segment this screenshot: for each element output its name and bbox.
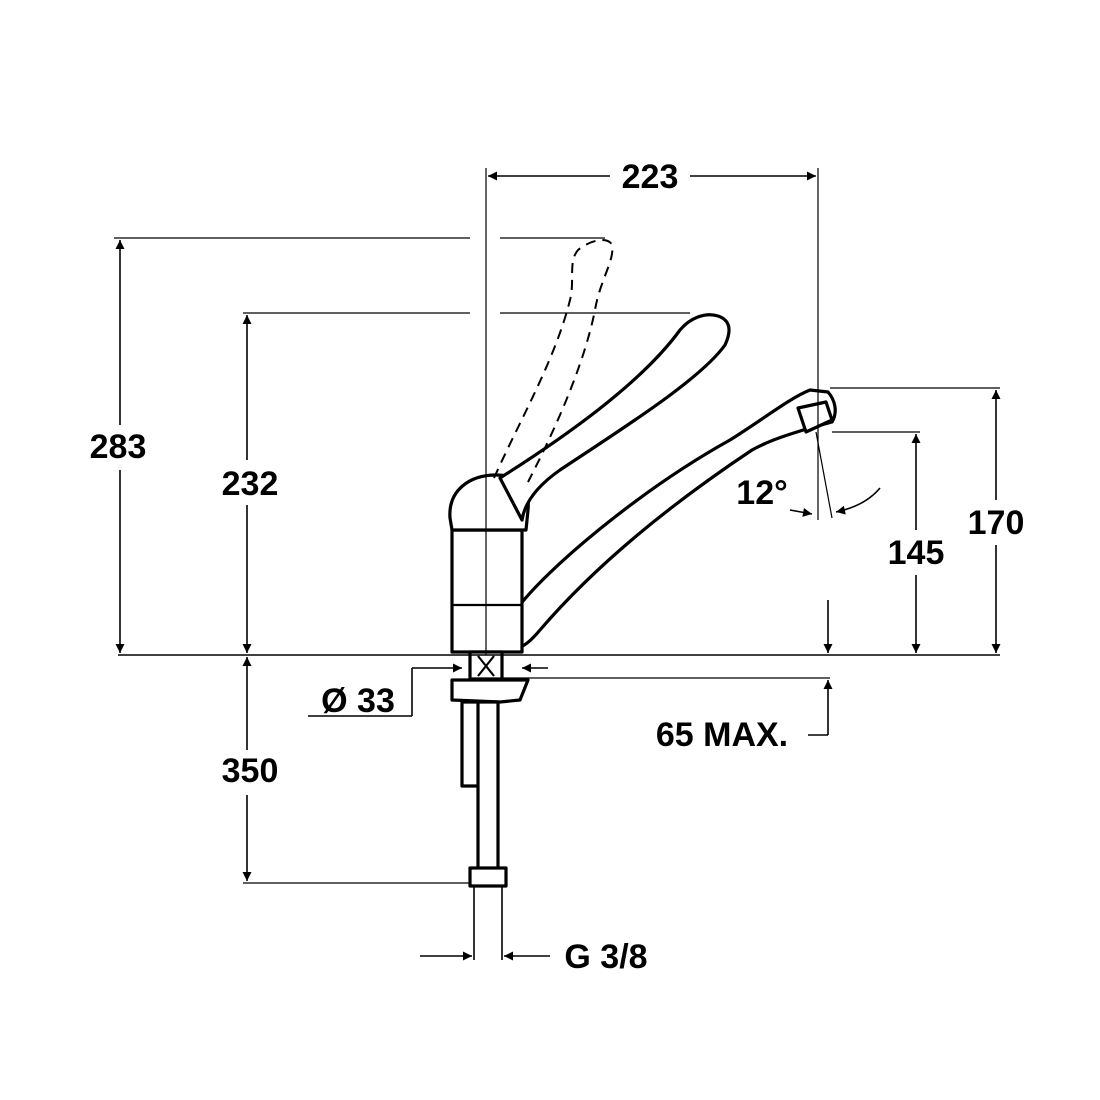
label-145: 145 [888, 534, 945, 572]
dimension-lever-height: 232 [222, 312, 690, 653]
mounting-bracket [450, 678, 530, 704]
label-diameter-33: Ø 33 [321, 682, 395, 720]
dimension-connection-thread: G 3/8 [420, 938, 648, 976]
label-65-max: 65 MAX. [656, 716, 788, 754]
hose-nut [468, 866, 508, 888]
mixer-body [450, 528, 524, 654]
flexible-hose [476, 700, 500, 872]
dimension-aerator-height: 145 [832, 431, 945, 653]
spout [514, 388, 837, 650]
dimension-spout-angle: 12° [736, 431, 881, 519]
lever-handle [498, 313, 731, 522]
faucet-body [448, 238, 837, 960]
label-283: 283 [90, 428, 147, 466]
dimension-spout-height: 170 [830, 387, 1025, 653]
dimension-hose-length: 350 [222, 657, 470, 884]
label-12-degree: 12° [736, 474, 787, 512]
label-170: 170 [968, 504, 1025, 542]
dimension-total-height: 283 [90, 237, 605, 653]
dimension-max-deck-thickness: 65 MAX. [656, 600, 833, 754]
dimension-hole-diameter: Ø 33 [308, 663, 548, 720]
label-232: 232 [222, 465, 279, 503]
aerator [796, 400, 834, 434]
label-350: 350 [222, 752, 279, 790]
dimension-spout-reach: 223 [485, 158, 819, 655]
label-223: 223 [622, 158, 679, 196]
label-g-3-8: G 3/8 [564, 938, 647, 976]
